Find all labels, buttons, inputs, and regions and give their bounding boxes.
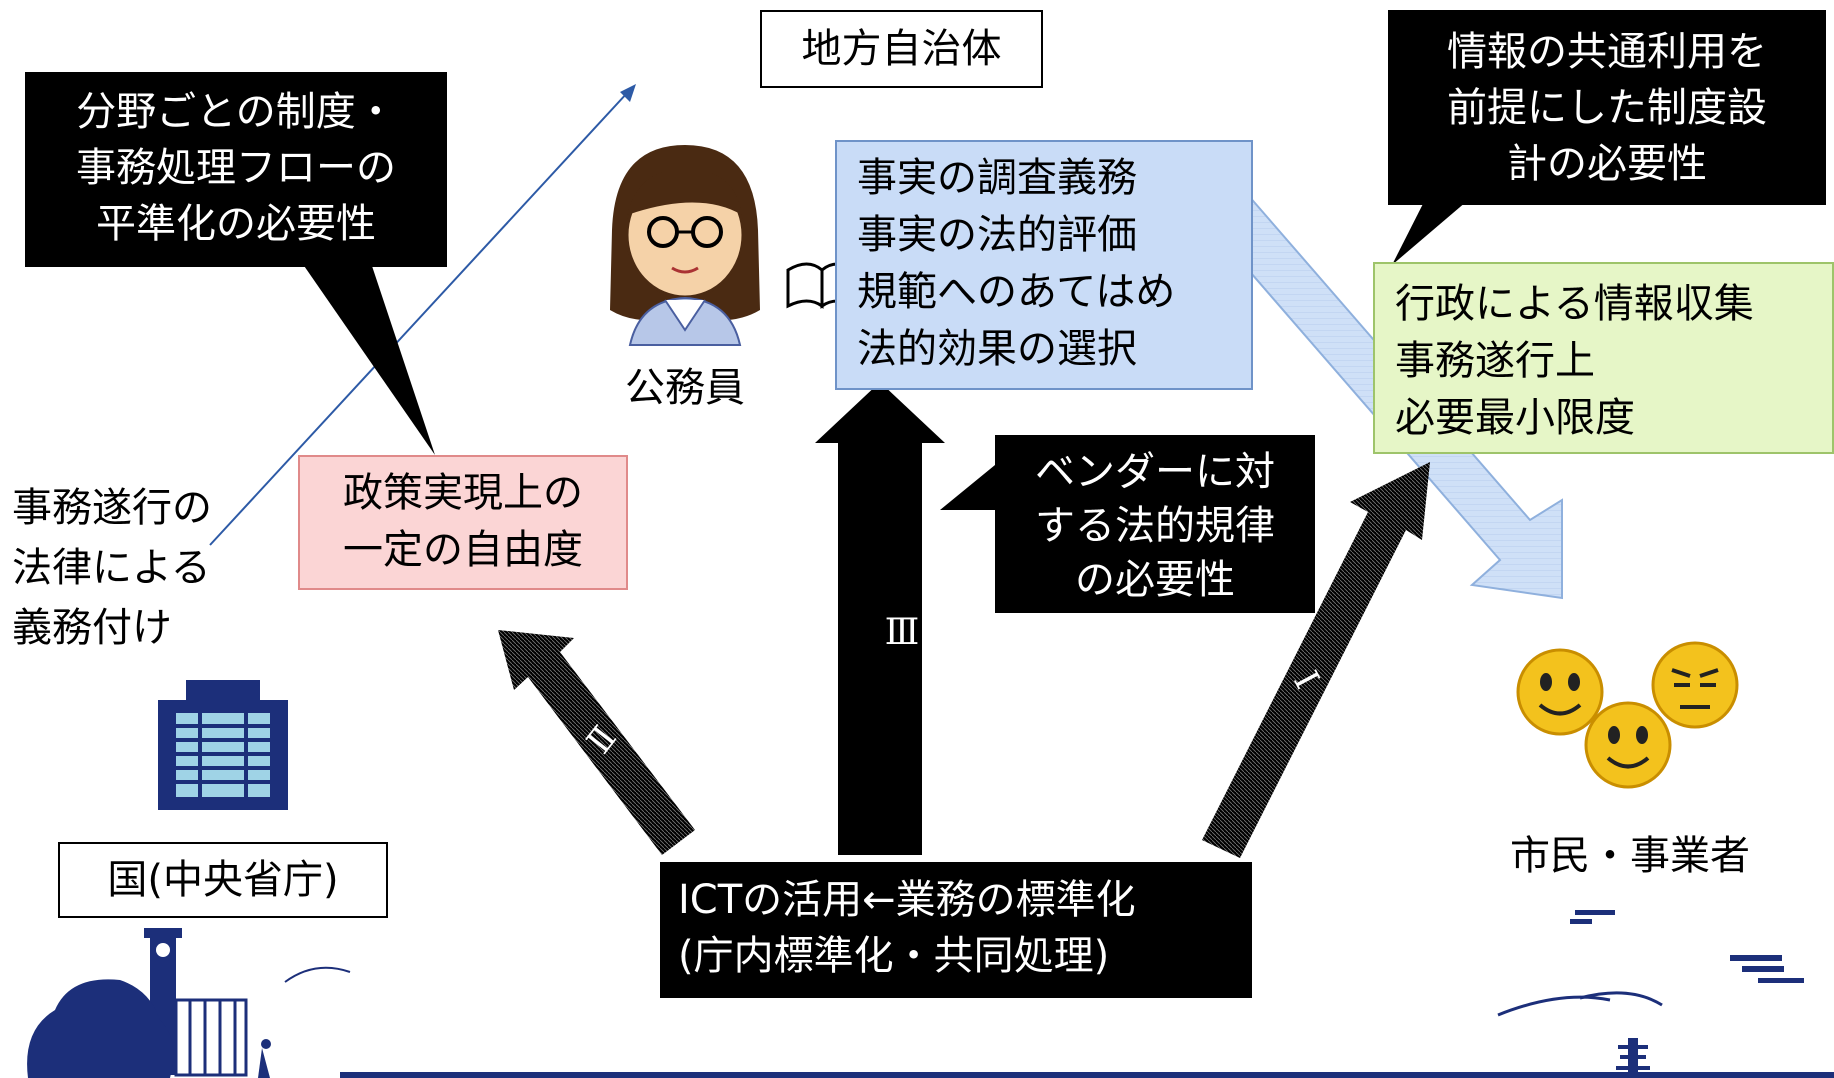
local-gov-label: 地方自治体 xyxy=(760,10,1043,88)
callout-pointer-vendor xyxy=(940,465,995,510)
arrow-3 xyxy=(815,382,945,855)
info-collection-box: 行政による情報収集 事務遂行上 必要最小限度 xyxy=(1373,262,1834,454)
callout-pointer-right xyxy=(1392,190,1480,265)
arrow-1 xyxy=(1202,462,1430,858)
vendor-callout: ベンダーに対 する法的規律 の必要性 xyxy=(995,435,1315,613)
info-sharing-callout: 情報の共通利用を 前提にした制度設 計の必要性 xyxy=(1388,10,1826,205)
standardization-callout: 分野ごとの制度・ 事務処理フローの 平準化の必要性 xyxy=(25,72,447,267)
trend-arrow xyxy=(209,84,636,546)
obligation-label: 事務遂行の 法律による 義務付け xyxy=(12,485,212,651)
arrow-2 xyxy=(498,630,695,855)
official-label: 公務員 xyxy=(625,365,745,411)
female-official-icon xyxy=(610,145,760,346)
national-gov-label: 国(中央省庁) xyxy=(58,842,388,918)
ict-box: ICTの活用←業務の標準化 (庁内標準化・共同処理) xyxy=(660,862,1252,998)
pagoda-silhouette-icon xyxy=(1497,910,1804,1078)
office-building-icon xyxy=(158,680,288,810)
footer-bar xyxy=(340,1072,1834,1078)
citizens-label: 市民・事業者 xyxy=(1510,833,1750,879)
official-tasks-box: 事実の調査義務 事実の法的評価 規範へのあてはめ 法的効果の選択 xyxy=(835,140,1253,390)
freedom-box: 政策実現上の 一定の自由度 xyxy=(298,455,628,590)
arrow-3-label: Ⅲ xyxy=(884,612,920,653)
campus-silhouette-icon xyxy=(27,928,351,1078)
callout-pointer-left xyxy=(300,260,435,455)
smiley-faces-icon xyxy=(1516,641,1739,789)
